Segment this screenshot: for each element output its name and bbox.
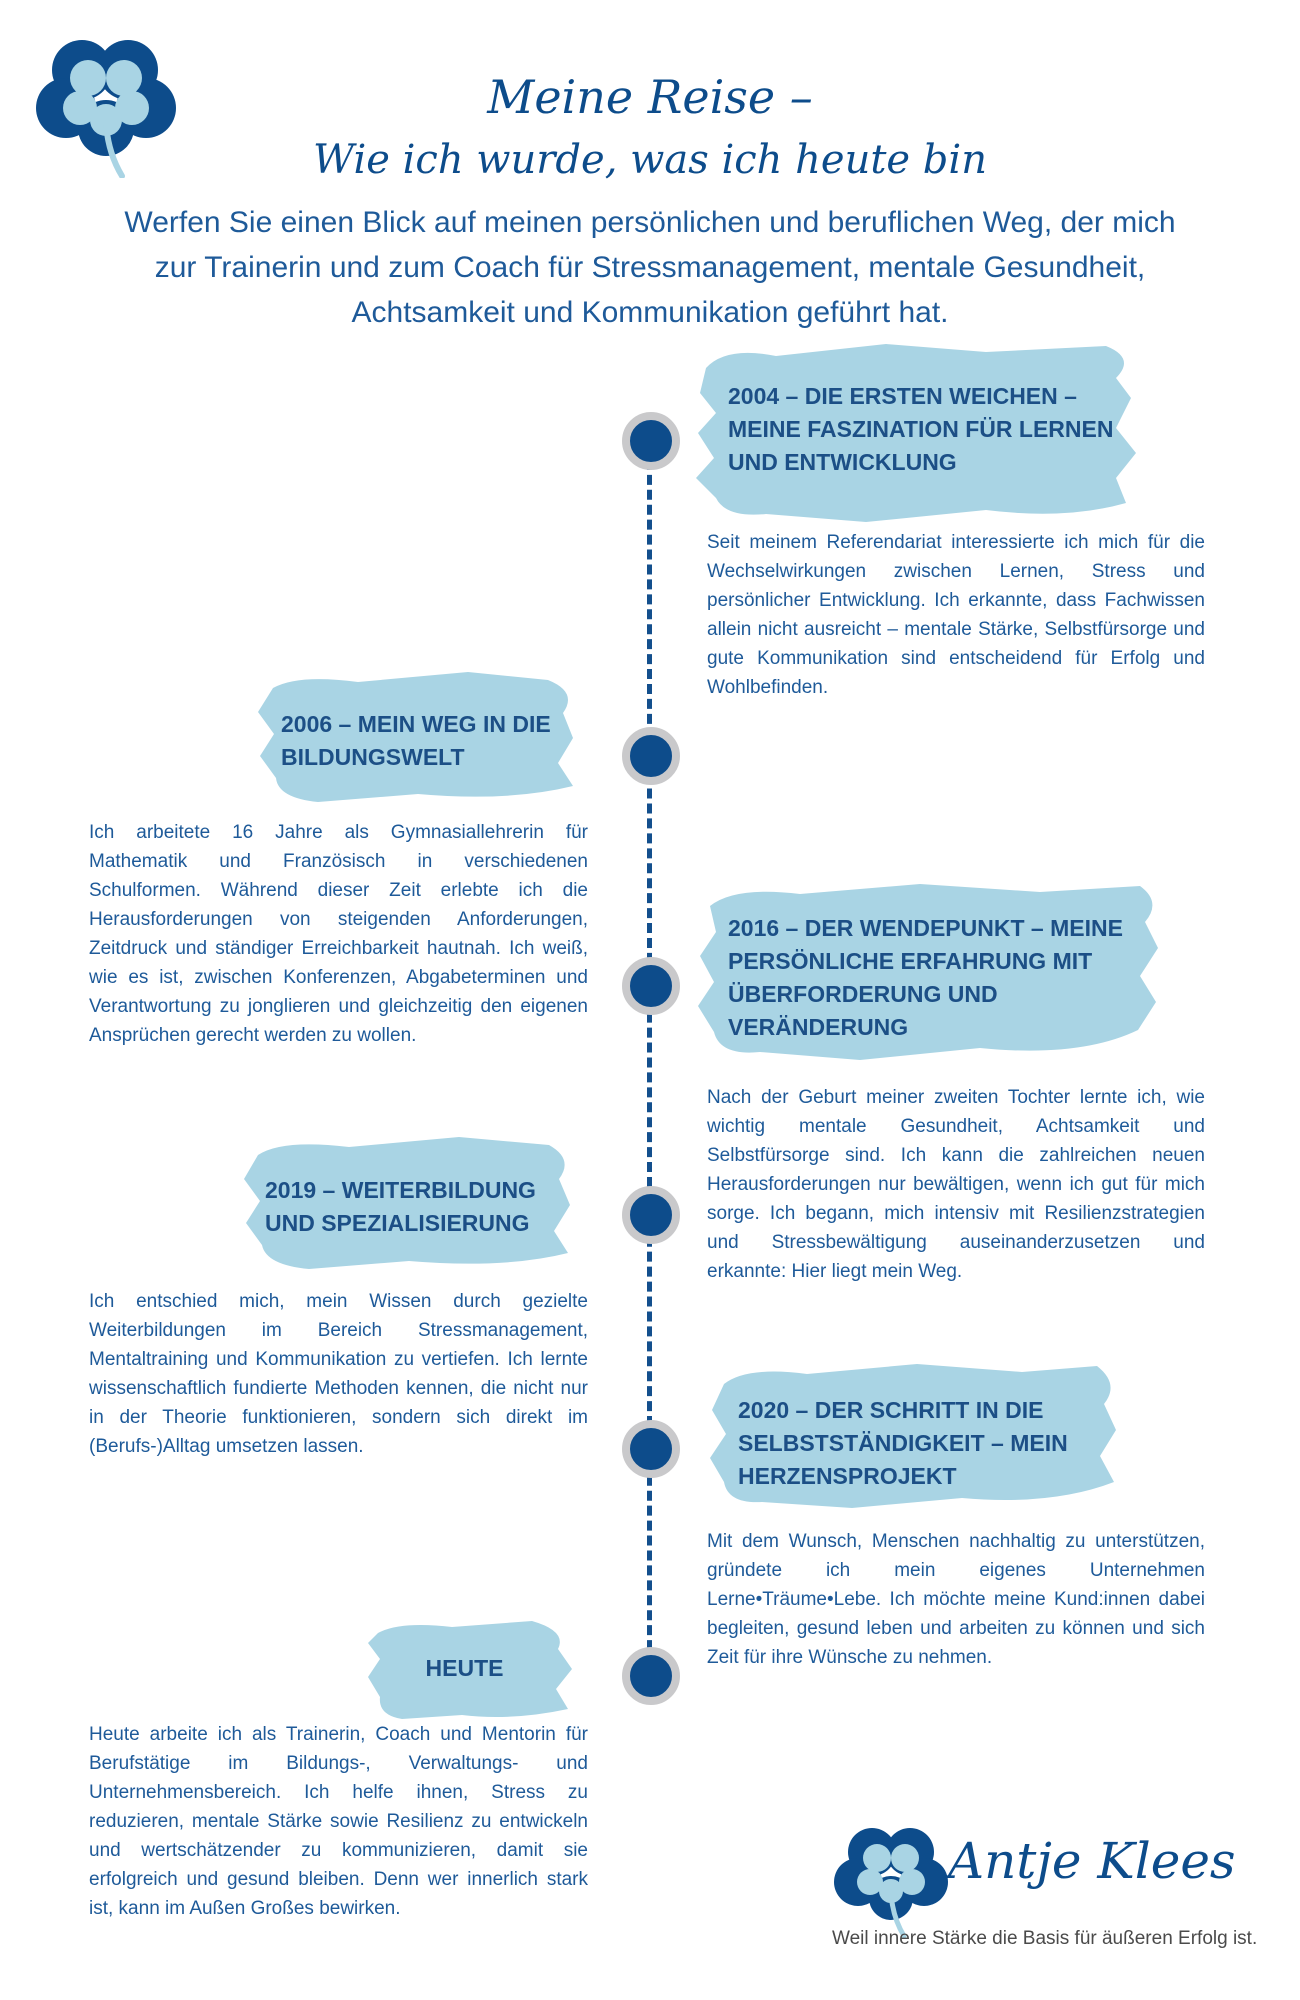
- page-title: Meine Reise –: [487, 70, 813, 124]
- milestone-heading: 2004 – Die ersten Weichen – meine Faszin…: [728, 383, 1114, 475]
- milestone-text: Seit meinem Referendariat interessierte …: [707, 532, 1205, 698]
- timeline-dot: [622, 1420, 680, 1478]
- clover-logo-icon: [36, 40, 176, 178]
- brand-clover-icon: [834, 1828, 948, 1939]
- timeline-dot: [622, 412, 680, 470]
- milestone-heading: 2016 – Der Wendepunkt – meine persönlich…: [728, 915, 1123, 1040]
- milestone-heading: 2006 – Mein Weg in die Bildungswelt: [281, 711, 551, 770]
- milestone-heading: 2020 – Der Schritt in die Selbstständigk…: [738, 1397, 1068, 1489]
- timeline-dot: [622, 727, 680, 785]
- brush-background: [258, 672, 573, 802]
- timeline-dot: [622, 1186, 680, 1244]
- milestone-text: Nach der Geburt meiner zweiten Tochter l…: [707, 1087, 1205, 1282]
- brush-background: [696, 344, 1136, 522]
- brand-tagline: Weil innere Stärke die Basis für äußeren…: [832, 1928, 1258, 1949]
- timeline-line: [647, 430, 652, 1680]
- timeline-dot: [622, 1647, 680, 1705]
- brush-background: [244, 1137, 570, 1269]
- intro-text: Werfen Sie einen Blick auf meinen persön…: [124, 206, 1176, 329]
- milestone-text: Ich arbeitete 16 Jahre als Gymnasiallehr…: [89, 822, 588, 1046]
- milestone-text: Heute arbeite ich als Trainerin, Coach u…: [89, 1724, 588, 1919]
- brush-background: [710, 1364, 1116, 1508]
- brush-background: [368, 1621, 572, 1719]
- timeline-dot: [622, 957, 680, 1015]
- brush-background: [698, 884, 1158, 1060]
- milestone-text: Ich entschied mich, mein Wissen durch ge…: [89, 1291, 588, 1457]
- brand-name: Antje Klees: [948, 1832, 1236, 1890]
- page-subtitle: Wie ich wurde, was ich heute bin: [313, 137, 987, 183]
- milestone-heading: Heute: [425, 1655, 504, 1681]
- milestone-text: Mit dem Wunsch, Menschen nachhaltig zu u…: [707, 1531, 1205, 1668]
- milestone-heading: 2019 – Weiterbildung und Spezialisierung: [265, 1177, 536, 1236]
